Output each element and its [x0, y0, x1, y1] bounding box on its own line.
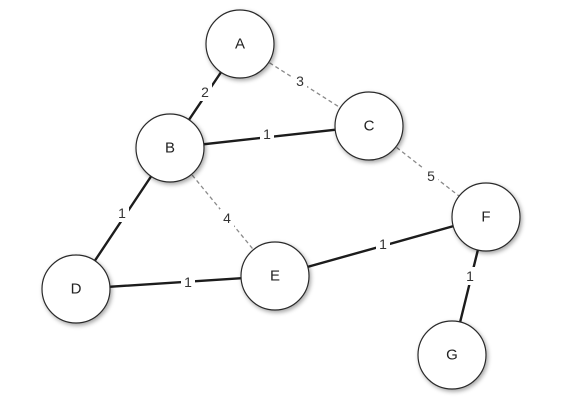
- node-circle: [451, 182, 521, 252]
- node-e: E: [240, 241, 310, 311]
- node-b: B: [135, 113, 205, 183]
- edge-weight-background: [115, 204, 129, 222]
- edge-weight-background: [220, 209, 234, 227]
- node-label: D: [71, 281, 82, 298]
- edge-weight-b-e: 4: [223, 210, 231, 226]
- node-label: E: [270, 268, 280, 285]
- edge-weight-a-c: 3: [296, 73, 304, 89]
- node-label: F: [481, 209, 490, 226]
- node-layer: A B C D E F G: [41, 9, 521, 390]
- edge-weight-f-g: 1: [466, 268, 474, 284]
- node-circle: [135, 113, 205, 183]
- node-circle: [334, 91, 404, 161]
- weight-layer: 2 3 1 1 4 5 1 1 1: [115, 72, 477, 291]
- node-circle: [41, 254, 111, 324]
- edge-weight-d-e: 1: [184, 274, 192, 290]
- edge-weight-c-f: 5: [427, 168, 435, 184]
- node-circle: [417, 320, 487, 390]
- edge-weight-background: [293, 72, 307, 90]
- node-label: A: [235, 36, 245, 53]
- node-f: F: [451, 182, 521, 252]
- edge-weight-background: [463, 267, 477, 285]
- node-a: A: [205, 9, 275, 79]
- node-label: C: [364, 118, 375, 135]
- node-label: B: [165, 140, 175, 157]
- node-label: G: [446, 347, 458, 364]
- edge-weight-background: [424, 167, 438, 185]
- edge-weight-background: [260, 125, 274, 143]
- edge-weight-background: [198, 83, 212, 101]
- edge-weight-b-c: 1: [263, 126, 271, 142]
- edge-weight-a-b: 2: [201, 84, 209, 100]
- edge-weight-background: [376, 235, 390, 253]
- node-d: D: [41, 254, 111, 324]
- node-g: G: [417, 320, 487, 390]
- node-circle: [240, 241, 310, 311]
- edge-weight-e-f: 1: [379, 236, 387, 252]
- node-c: C: [334, 91, 404, 161]
- edge-weight-b-d: 1: [118, 205, 126, 221]
- edge-weight-background: [181, 273, 195, 291]
- node-circle: [205, 9, 275, 79]
